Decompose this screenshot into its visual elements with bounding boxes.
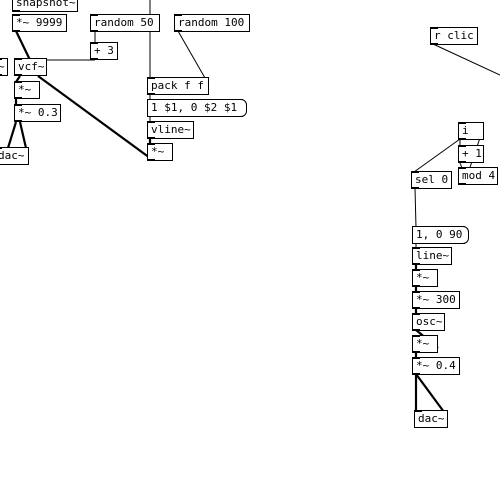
partial-left-object[interactable]: ~: [0, 58, 8, 76]
dac-right-object[interactable]: dac~: [414, 410, 448, 428]
multiply-signal-object-4[interactable]: *~: [412, 335, 438, 353]
vcf-object[interactable]: vcf~: [14, 58, 47, 76]
multiply-signal-object-2[interactable]: *~: [147, 143, 173, 161]
snapshot-object[interactable]: snapshot~: [12, 0, 78, 12]
multiply-9999-object[interactable]: *~ 9999: [12, 14, 67, 32]
multiply-0.3-object[interactable]: *~ 0.3: [14, 104, 61, 122]
mod-4-object[interactable]: mod 4: [458, 167, 498, 185]
multiply-0.4-object[interactable]: *~ 0.4: [412, 357, 460, 375]
ramp-message-box[interactable]: 1 $1, 0 $2 $1: [147, 99, 247, 117]
int-object[interactable]: i: [458, 122, 484, 140]
plus-3-object[interactable]: + 3: [90, 42, 118, 60]
multiply-signal-object-3[interactable]: *~: [412, 269, 438, 287]
osc-object[interactable]: osc~: [412, 313, 445, 331]
line-object[interactable]: line~: [412, 247, 452, 265]
multiply-signal-object[interactable]: *~: [14, 81, 40, 99]
multiply-300-object[interactable]: *~ 300: [412, 291, 460, 309]
dac-left-object[interactable]: dac~: [0, 147, 29, 165]
pack-ff-object[interactable]: pack f f: [147, 77, 209, 95]
plus-1-object[interactable]: + 1: [458, 145, 484, 163]
receive-clic-object[interactable]: r clic: [430, 27, 478, 45]
random-50-object[interactable]: random 50: [90, 14, 160, 32]
select-0-object[interactable]: sel 0: [411, 171, 452, 189]
vline-object[interactable]: vline~: [147, 121, 194, 139]
envelope-message-box[interactable]: 1, 0 90: [412, 226, 469, 244]
random-100-object[interactable]: random 100: [174, 14, 250, 32]
